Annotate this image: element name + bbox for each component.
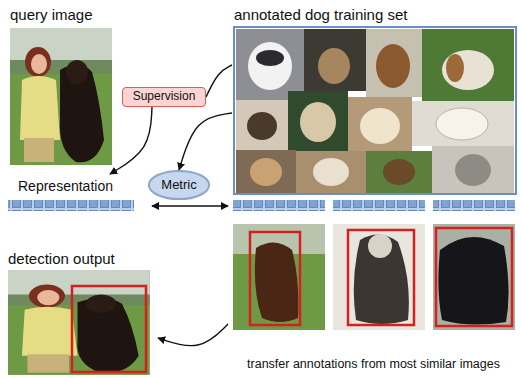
ellipse-shape — [149, 171, 209, 199]
photo-tile — [432, 146, 514, 193]
representation-bar: Representation — [6, 174, 152, 214]
dog-face — [313, 158, 349, 186]
image-panel: query image — [8, 3, 116, 167]
detection-box — [348, 230, 414, 325]
node-label: detection output — [8, 250, 158, 267]
photo-tile — [348, 97, 412, 151]
photo-tile — [236, 29, 304, 100]
dog-face — [436, 108, 488, 140]
node-label: annotated dog training set — [234, 6, 517, 23]
retrieval-group: transfer annotations from most similar i… — [228, 196, 519, 376]
photo-tile — [236, 100, 288, 150]
photo-tile — [412, 101, 514, 146]
dog-face — [300, 102, 336, 142]
dog-body — [255, 242, 299, 322]
photo-tile — [304, 29, 366, 91]
query-photo — [10, 28, 112, 165]
node-label: Supervision — [133, 90, 196, 104]
photo-tile — [422, 29, 514, 101]
photo-tile — [366, 29, 422, 97]
training-set-box: annotated dog training set — [232, 3, 517, 195]
edge-group — [110, 65, 232, 346]
dog-body — [354, 234, 409, 324]
photo — [333, 224, 425, 330]
dog-face — [376, 44, 410, 88]
dog-face — [455, 154, 491, 186]
node-label: Metric — [161, 178, 196, 193]
feature-bar — [333, 200, 425, 211]
feature-bar — [433, 200, 515, 211]
output-photo — [8, 270, 150, 375]
supervision-box: Supervision — [122, 87, 206, 107]
feature-bar — [8, 200, 134, 211]
metric-ellipse: Metric — [148, 170, 210, 200]
photo-tile — [366, 151, 432, 193]
connector-arrow — [158, 324, 228, 346]
connector-arrow — [179, 113, 232, 170]
caption-text: transfer annotations from most similar i… — [247, 357, 500, 371]
connector-arrow — [152, 205, 228, 206]
dog-face — [360, 108, 400, 144]
detection-box — [72, 286, 146, 372]
connector-arrow — [206, 65, 232, 97]
training-frame — [234, 27, 516, 194]
dog-head — [368, 234, 392, 258]
photo-tile — [296, 151, 366, 193]
dog-face — [250, 158, 282, 186]
photo — [233, 224, 325, 330]
photo — [433, 224, 515, 330]
image-panel: detection output — [6, 248, 158, 376]
output-scene — [8, 270, 150, 375]
connector-arrow — [110, 107, 152, 174]
photo-tile — [288, 91, 348, 151]
dog-face — [248, 42, 292, 90]
retrieved-photos — [233, 224, 515, 330]
photo-tile — [236, 150, 296, 193]
dog-face — [247, 112, 277, 140]
dog-face — [383, 159, 415, 185]
node-label: query image — [10, 6, 116, 23]
feature-bar — [233, 200, 325, 211]
node-label: Representation — [18, 178, 152, 194]
dog-face — [318, 48, 350, 84]
dog-mask — [256, 50, 284, 66]
detection-box — [436, 228, 512, 326]
detection-box — [250, 232, 300, 325]
dog-ear — [446, 54, 464, 82]
dog-body — [438, 237, 508, 325]
dog-face — [442, 50, 494, 90]
training-collage — [236, 29, 514, 193]
